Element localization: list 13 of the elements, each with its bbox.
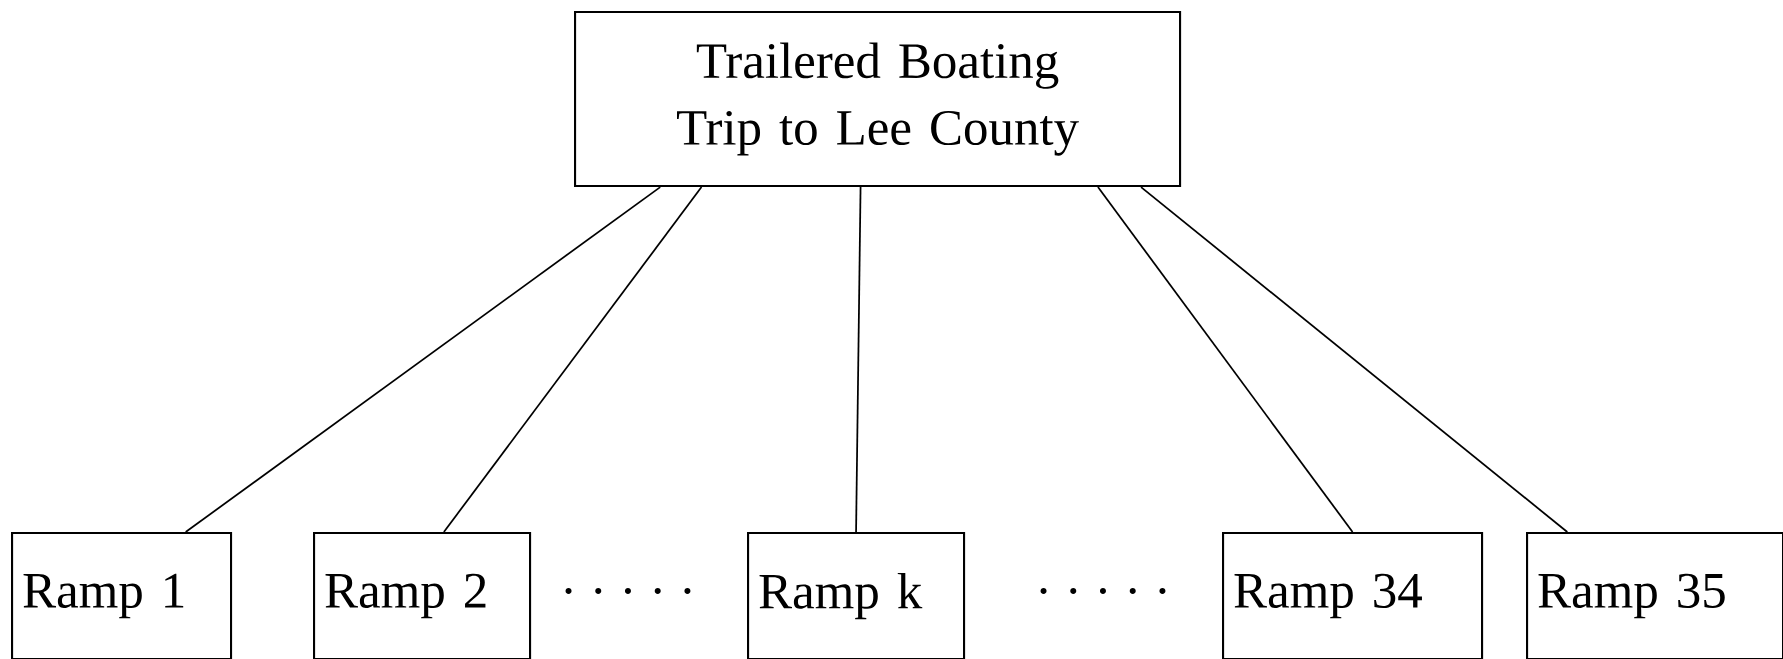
ellipsis-dots: . . . . . [1040,588,1166,594]
ramp-box: Ramp 34 [1222,532,1484,659]
ellipsis-dots: . . . . . [565,588,691,594]
connector-line [1097,186,1354,533]
ramp-box: Ramp 2 [313,532,532,659]
connector-line [1140,186,1569,533]
ramp-box: Ramp 35 [1526,532,1783,659]
title-box: Trailered Boating Trip to Lee County [574,11,1182,188]
connector-line [184,186,662,533]
connector-line [443,186,703,533]
ramp-box: Ramp k [747,532,966,659]
connector-line [855,186,862,533]
ramp-box: Ramp 1 [11,532,233,659]
